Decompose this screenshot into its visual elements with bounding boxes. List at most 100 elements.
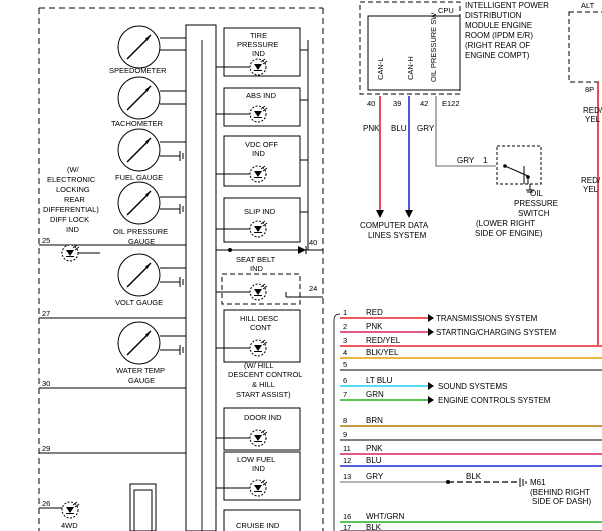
svg-text:IND: IND — [252, 149, 266, 158]
svg-text:STARTING/CHARGING SYSTEM: STARTING/CHARGING SYSTEM — [436, 328, 556, 337]
svg-text:ABS IND: ABS IND — [246, 91, 277, 100]
svg-text:(BEHIND RIGHT: (BEHIND RIGHT — [530, 488, 590, 497]
gauge-label: FUEL GAUGE — [115, 173, 163, 182]
svg-text:PNK: PNK — [366, 322, 383, 331]
indicator-abs: ABS IND — [216, 87, 301, 127]
gauge-label: GAUGE — [128, 237, 155, 246]
wire-list — [333, 313, 602, 531]
svg-text:CAN-H: CAN-H — [406, 56, 415, 80]
svg-text:BLU: BLU — [391, 124, 407, 133]
svg-text:IND: IND — [252, 464, 266, 473]
gauge-oil-pressure: OIL PRESSURE GAUGE — [113, 181, 186, 246]
alternator-partial: ALT 8P RED/ YEL RED/ YEL — [568, 1, 602, 345]
svg-text:BLU: BLU — [366, 456, 382, 465]
svg-text:24: 24 — [309, 284, 317, 293]
svg-text:MODULE ENGINE: MODULE ENGINE — [465, 21, 532, 30]
svg-text:ENGINE COMPT): ENGINE COMPT) — [465, 51, 530, 60]
svg-text:12: 12 — [343, 456, 351, 465]
pin-lines: 27 30 29 26 4WD — [39, 309, 186, 531]
svg-text:42: 42 — [420, 99, 428, 108]
svg-text:ALT: ALT — [581, 1, 595, 10]
svg-text:PNK: PNK — [366, 444, 383, 453]
svg-text:(W/ HILL: (W/ HILL — [244, 361, 274, 370]
svg-text:GRY: GRY — [457, 156, 475, 165]
svg-text:LINES SYSTEM: LINES SYSTEM — [368, 231, 427, 240]
svg-text:GRY: GRY — [417, 124, 435, 133]
cluster-frame — [38, 7, 324, 531]
svg-text:RED/YEL: RED/YEL — [366, 336, 401, 345]
svg-text:25: 25 — [42, 236, 50, 245]
svg-text:8: 8 — [343, 416, 347, 425]
svg-text:OIL PRESSURE SW: OIL PRESSURE SW — [429, 12, 438, 82]
svg-text:INTELLIGENT POWER: INTELLIGENT POWER — [465, 1, 549, 10]
indicator-door: DOOR IND — [216, 407, 301, 451]
svg-text:RED/: RED/ — [583, 106, 602, 115]
gauge-volt: VOLT GAUGE — [115, 253, 186, 307]
svg-text:1: 1 — [343, 308, 347, 317]
svg-text:ROOM (IPDM E/R): ROOM (IPDM E/R) — [465, 31, 533, 40]
svg-text:29: 29 — [42, 444, 50, 453]
svg-text:26: 26 — [42, 499, 50, 508]
svg-text:4WD: 4WD — [61, 521, 78, 530]
svg-text:IND: IND — [250, 264, 264, 273]
indicator-seat-belt: SEAT BELT IND — [216, 255, 301, 305]
indicator-slip: SLIP IND — [216, 197, 301, 243]
svg-text:ENGINE CONTROLS SYSTEM: ENGINE CONTROLS SYSTEM — [438, 396, 551, 405]
svg-text:(LOWER RIGHT: (LOWER RIGHT — [476, 219, 535, 228]
svg-text:17: 17 — [343, 523, 351, 531]
svg-text:SIDE OF ENGINE): SIDE OF ENGINE) — [475, 229, 543, 238]
svg-text:OIL: OIL — [530, 189, 543, 198]
svg-text:ELECTRONIC: ELECTRONIC — [47, 175, 96, 184]
diff-lock-indicator: (W/ ELECTRONIC LOCKING REAR DIFFERENTIAL… — [39, 165, 186, 262]
gauge-label: SPEEDOMETER — [109, 66, 167, 75]
svg-text:YEL: YEL — [583, 185, 599, 194]
svg-text:27: 27 — [42, 309, 50, 318]
svg-text:16: 16 — [343, 512, 351, 521]
svg-text:39: 39 — [393, 99, 401, 108]
gauge-tachometer: TACHOMETER — [111, 76, 186, 128]
svg-text:RED/: RED/ — [581, 176, 601, 185]
svg-text:BLK: BLK — [366, 523, 382, 531]
gauge-water-temp: WATER TEMP GAUGE — [116, 321, 186, 385]
indicator-cruise: CRUISE IND — [223, 509, 301, 531]
svg-text:6: 6 — [343, 376, 347, 385]
indicator-hill-desc: HILL DESC CONT (W/ HILL DESCENT CONTROL … — [216, 309, 302, 399]
svg-text:LOCKING: LOCKING — [56, 185, 90, 194]
svg-text:LT BLU: LT BLU — [366, 376, 393, 385]
svg-text:1: 1 — [483, 156, 488, 165]
svg-text:DIFFERENTIAL): DIFFERENTIAL) — [43, 205, 99, 214]
svg-text:GRY: GRY — [366, 472, 384, 481]
svg-text:HILL DESC: HILL DESC — [240, 314, 279, 323]
gauge-speedometer: SPEEDOMETER — [109, 25, 186, 75]
oil-pressure-switch: OIL PRESSURE SWITCH (LOWER RIGHT SIDE OF… — [475, 145, 558, 238]
svg-text:CPU: CPU — [438, 6, 454, 15]
svg-text:LOW FUEL: LOW FUEL — [237, 455, 275, 464]
svg-text:RED: RED — [366, 308, 383, 317]
svg-text:40: 40 — [367, 99, 375, 108]
svg-text:DOOR IND: DOOR IND — [244, 413, 282, 422]
svg-text:DIFF LOCK: DIFF LOCK — [50, 215, 89, 224]
svg-text:PRESSURE: PRESSURE — [237, 40, 278, 49]
gauge-label: TACHOMETER — [111, 119, 164, 128]
svg-text:40: 40 — [309, 238, 317, 247]
svg-text:DISTRIBUTION: DISTRIBUTION — [465, 11, 522, 20]
svg-text:5: 5 — [343, 360, 347, 369]
svg-text:13: 13 — [343, 472, 351, 481]
svg-text:4: 4 — [343, 348, 347, 357]
svg-text:VDC OFF: VDC OFF — [245, 140, 278, 149]
svg-text:IND: IND — [66, 225, 80, 234]
svg-text:PRESSURE: PRESSURE — [514, 199, 558, 208]
svg-text:DESCENT CONTROL: DESCENT CONTROL — [228, 370, 302, 379]
svg-text:PNK: PNK — [363, 124, 380, 133]
cluster-right-bus: 40 24 — [216, 40, 323, 298]
svg-text:BLK/YEL: BLK/YEL — [366, 348, 399, 357]
svg-text:WHT/GRN: WHT/GRN — [366, 512, 404, 521]
svg-text:TRANSMISSIONS SYSTEM: TRANSMISSIONS SYSTEM — [436, 314, 538, 323]
svg-text:GRN: GRN — [366, 390, 384, 399]
ipdm-module: CPU INTELLIGENT POWER DISTRIBUTION MODUL… — [359, 1, 549, 108]
svg-text:2: 2 — [343, 322, 347, 331]
svg-text:7: 7 — [343, 390, 347, 399]
svg-text:(W/: (W/ — [67, 165, 80, 174]
svg-text:TIRE: TIRE — [250, 31, 267, 40]
